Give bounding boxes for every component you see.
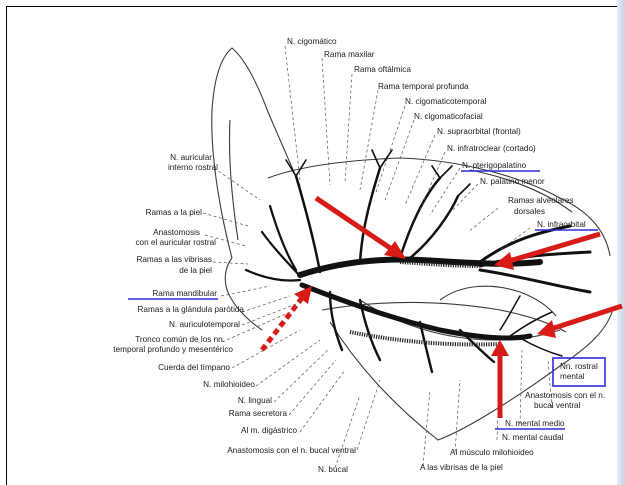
label-rama-temporal-profunda: Rama temporal profunda bbox=[378, 82, 469, 91]
label-ramas-alveolares-2: dorsales bbox=[514, 207, 545, 216]
label-ramas-vibrisas-1: Ramas a las vibrisas bbox=[136, 255, 212, 264]
label-ramas-alveolares-1: Ramas alveolares bbox=[508, 196, 574, 205]
label-anastomosis-bucal-ventral-r2: bucal ventral bbox=[534, 401, 581, 410]
label-a-vibrisas-piel: A las vibrisas de la piel bbox=[420, 463, 503, 472]
label-nn-rostral-mental-2: mental bbox=[560, 372, 585, 381]
label-rama-secretora: Rama secretora bbox=[229, 409, 288, 418]
label-rama-maxilar: Rama maxilar bbox=[324, 50, 375, 59]
label-n-infratroclear: N. infratroclear (cortado) bbox=[447, 144, 536, 153]
skull-top bbox=[268, 158, 610, 256]
label-n-milohioideo: N. milohioideo bbox=[203, 380, 255, 389]
label-n-supraorbital: N. supraorbital (frontal) bbox=[437, 127, 521, 136]
arrow-mental-medio bbox=[491, 340, 509, 418]
gum-outline bbox=[440, 286, 556, 316]
label-n-cigomaticofacial: N. cigomaticofacial bbox=[414, 112, 483, 121]
label-tronco-comun-2: temporal profundo y mesentérico bbox=[113, 345, 233, 354]
dorsal-branches bbox=[296, 168, 458, 272]
label-n-bucal: N. bucal bbox=[318, 465, 348, 474]
label-anastomosis-bucal-ventral-r1: Anastomosis con el n. bbox=[525, 391, 605, 400]
arrow-mental-rostral bbox=[537, 306, 622, 338]
label-ramas-parotida: Ramas a la glándula parótida bbox=[137, 305, 244, 314]
infraorbital-fan bbox=[480, 226, 590, 292]
label-n-pterigopalatino: N. pterigopalatino bbox=[462, 161, 527, 170]
label-n-auriculotemporal: N. auriculotemporal bbox=[169, 320, 240, 329]
label-n-mental-caudal: N. mental caudal bbox=[502, 433, 564, 442]
label-n-auricular-1: N. auricular bbox=[170, 153, 212, 162]
label-tronco-comun-1: Tronco común de los nn. bbox=[135, 335, 225, 344]
label-n-lingual: N. lingual bbox=[238, 396, 272, 405]
label-n-palatino-menor: N. palatino menor bbox=[480, 177, 545, 186]
label-cuerda-timpano: Cuerda del tímpano bbox=[158, 363, 230, 372]
label-n-mental-medio: N. mental medio bbox=[505, 419, 565, 428]
caudal-branches bbox=[246, 206, 300, 281]
label-n-cigomaticotemporal: N. cigomaticotemporal bbox=[405, 97, 487, 106]
label-al-musculo-milohioideo: Al músculo milohioideo bbox=[450, 448, 534, 457]
label-anastomosis-bucal-ventral: Anastomosis con el n. bucal ventral bbox=[227, 446, 356, 455]
label-rama-oftalmica: Rama oftálmica bbox=[354, 65, 411, 74]
label-ramas-vibrisas-2: de la piel bbox=[179, 266, 212, 275]
label-n-auricular-2: interno rostral bbox=[168, 163, 218, 172]
label-n-cigomatico: N. cigomático bbox=[287, 37, 337, 46]
label-al-digastrico: Al m. digástrico bbox=[241, 426, 297, 435]
ear-inner bbox=[229, 120, 238, 240]
label-anastomosis-1: Anastomosis bbox=[153, 228, 200, 237]
label-nn-rostral-mental-1: Nn. rostral bbox=[560, 362, 598, 371]
label-rama-mandibular: Rama mandibular bbox=[152, 289, 217, 298]
red-arrows bbox=[262, 198, 622, 418]
label-n-infraorbital: N. infraorbital bbox=[537, 220, 586, 229]
ear-outline bbox=[212, 48, 300, 258]
arrow-mandibular bbox=[262, 286, 312, 350]
label-anastomosis-2: con el auricular rostral bbox=[135, 238, 216, 247]
label-ramas-piel: Ramas a la piel bbox=[146, 208, 203, 217]
